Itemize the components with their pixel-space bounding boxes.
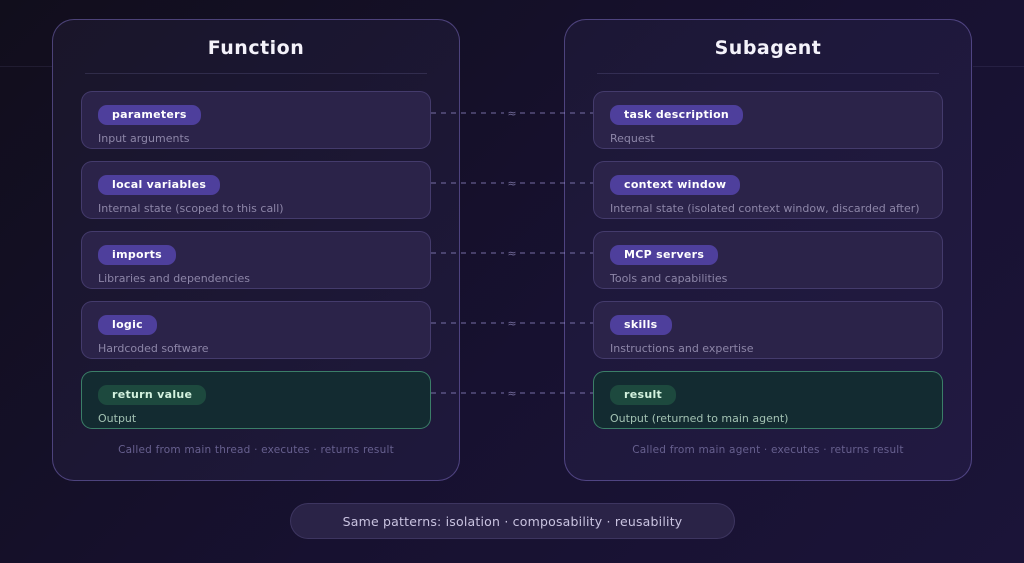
- return-value-badge: return value: [98, 385, 207, 406]
- summary-pill: Same patterns: isolation · composability…: [290, 503, 735, 539]
- function-title-divider: [85, 73, 427, 74]
- mcp-servers-badge: MCP servers: [610, 245, 719, 266]
- approx-equal-icon: ≈: [507, 176, 517, 190]
- subagent-title-divider: [597, 73, 939, 74]
- row-return-value: return value Output: [81, 371, 431, 429]
- parameters-badge: parameters: [98, 105, 201, 126]
- subagent-panel-title: Subagent: [714, 37, 822, 59]
- background-accent-line-right: [973, 66, 1024, 67]
- parameters-description: Input arguments: [98, 132, 190, 146]
- context-window-badge: context window: [610, 175, 741, 196]
- return-value-description: Output: [98, 412, 137, 426]
- imports-badge: imports: [98, 245, 176, 266]
- subagent-lifecycle-caption: Called from main agent · executes · retu…: [632, 444, 904, 456]
- approx-equal-icon: ≈: [507, 106, 517, 120]
- row-parameters: parameters Input arguments: [81, 91, 431, 149]
- row-imports: imports Libraries and dependencies: [81, 231, 431, 289]
- row-result: result Output (returned to main agent): [593, 371, 943, 429]
- function-lifecycle-caption: Called from main thread · executes · ret…: [118, 444, 394, 456]
- task-description-description: Request: [610, 132, 655, 146]
- local-variables-badge: local variables: [98, 175, 221, 196]
- logic-badge: logic: [98, 315, 157, 336]
- subagent-panel: Subagent task description Request contex…: [564, 19, 972, 481]
- row-task-description: task description Request: [593, 91, 943, 149]
- approx-equal-icon: ≈: [507, 386, 517, 400]
- result-description: Output (returned to main agent): [610, 412, 789, 426]
- row-local-variables: local variables Internal state (scoped t…: [81, 161, 431, 219]
- skills-badge: skills: [610, 315, 672, 336]
- context-window-description: Internal state (isolated context window,…: [610, 202, 920, 216]
- row-context-window: context window Internal state (isolated …: [593, 161, 943, 219]
- approx-equal-icon: ≈: [507, 316, 517, 330]
- function-panel: Function parameters Input arguments loca…: [52, 19, 460, 481]
- row-mcp-servers: MCP servers Tools and capabilities: [593, 231, 943, 289]
- approx-equal-icon: ≈: [507, 246, 517, 260]
- logic-description: Hardcoded software: [98, 342, 209, 356]
- local-variables-description: Internal state (scoped to this call): [98, 202, 284, 216]
- function-rows: parameters Input arguments local variabl…: [81, 91, 431, 429]
- row-logic: logic Hardcoded software: [81, 301, 431, 359]
- subagent-rows: task description Request context window …: [593, 91, 943, 429]
- skills-description: Instructions and expertise: [610, 342, 754, 356]
- summary-pill-text: Same patterns: isolation · composability…: [342, 513, 683, 529]
- background-accent-line-left: [0, 66, 52, 67]
- imports-description: Libraries and dependencies: [98, 272, 250, 286]
- result-badge: result: [610, 385, 677, 406]
- function-panel-title: Function: [207, 37, 305, 59]
- mcp-servers-description: Tools and capabilities: [610, 272, 728, 286]
- task-description-badge: task description: [610, 105, 744, 126]
- row-skills: skills Instructions and expertise: [593, 301, 943, 359]
